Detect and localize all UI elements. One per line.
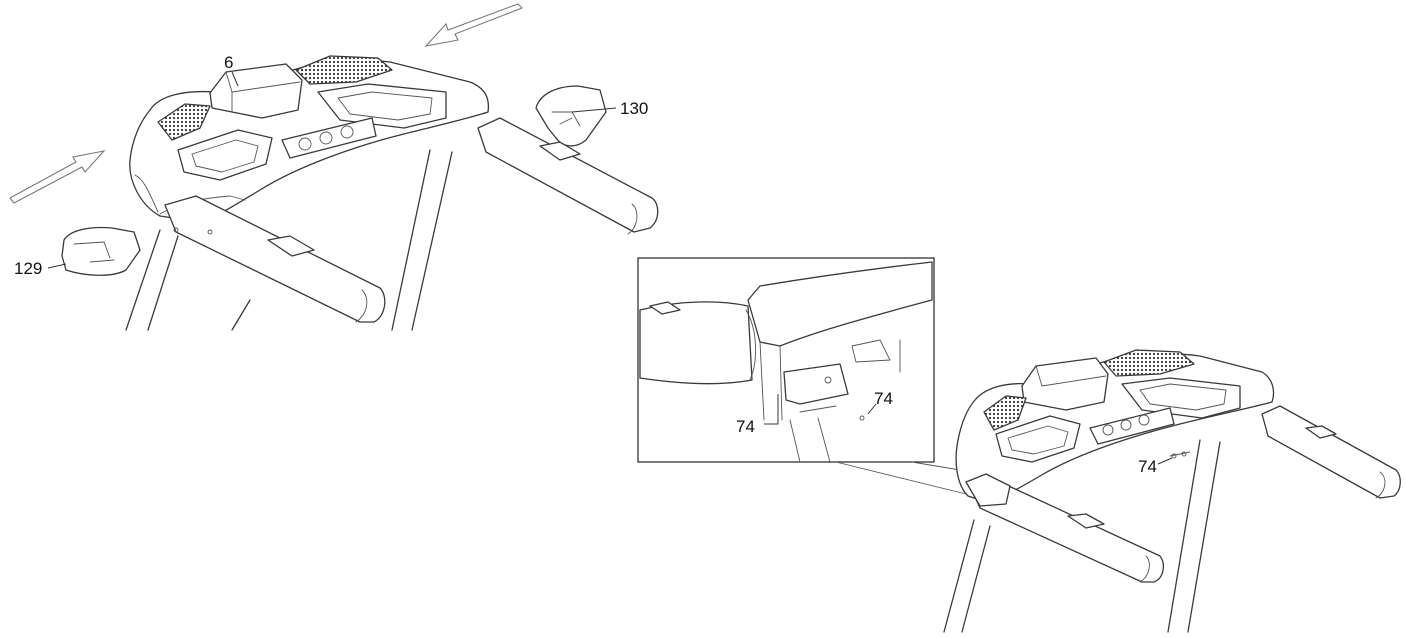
callout-label-right-cover: 130	[620, 99, 648, 118]
callout-label-left-cover: 129	[14, 259, 42, 278]
right-assembly-view: 74	[943, 349, 1401, 633]
right-cover-part	[535, 85, 607, 147]
left-handlebar	[164, 195, 386, 323]
left-cover-part	[61, 226, 141, 276]
callout-label-inset-screw-right: 74	[874, 389, 893, 408]
console-body	[129, 55, 490, 223]
inset-detail-view: 74 74	[637, 257, 935, 463]
arrow-icon-left	[9, 150, 106, 204]
left-assembly-view: 6 130 129	[9, 3, 659, 331]
arrow-icon-upper-right	[424, 3, 523, 47]
callout-label-inset-screw-left: 74	[736, 417, 755, 436]
callout-label-console: 6	[224, 53, 233, 72]
callout-label-main-screw: 74	[1138, 457, 1157, 476]
left-frame-uprights	[125, 149, 453, 331]
right-handlebar	[477, 117, 659, 235]
